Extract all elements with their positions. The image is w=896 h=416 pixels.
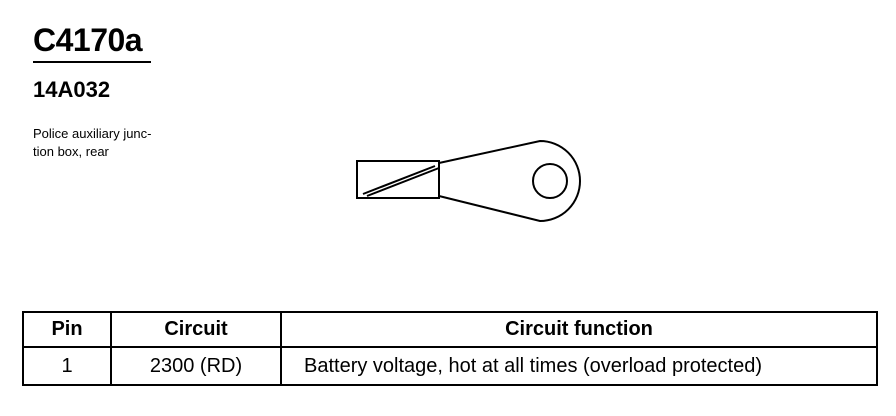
terminal-ring-hole	[532, 163, 568, 199]
table-header-row: Pin Circuit Circuit function	[22, 311, 878, 348]
table-row: 1 2300 (RD) Battery voltage, hot at all …	[22, 346, 878, 386]
part-number: 14A032	[33, 77, 111, 102]
terminal-ring	[438, 139, 581, 223]
ring-terminal-icon	[356, 139, 581, 223]
column-header-circuit-function: Circuit function	[280, 311, 878, 348]
pin-table: Pin Circuit Circuit function 1 2300 (RD)…	[22, 311, 878, 386]
connector-id: C4170a	[33, 22, 143, 58]
barrel-slash-1	[362, 165, 436, 195]
connector-description: Police auxiliary junc- tion box, rear	[33, 126, 152, 159]
barrel-slash-2	[366, 167, 440, 197]
cell-pin: 1	[22, 346, 112, 386]
title-underline	[33, 61, 151, 63]
cell-circuit: 2300 (RD)	[110, 346, 282, 386]
column-header-circuit: Circuit	[110, 311, 282, 348]
column-header-pin: Pin	[22, 311, 112, 348]
cell-circuit-function: Battery voltage, hot at all times (overl…	[280, 346, 878, 386]
